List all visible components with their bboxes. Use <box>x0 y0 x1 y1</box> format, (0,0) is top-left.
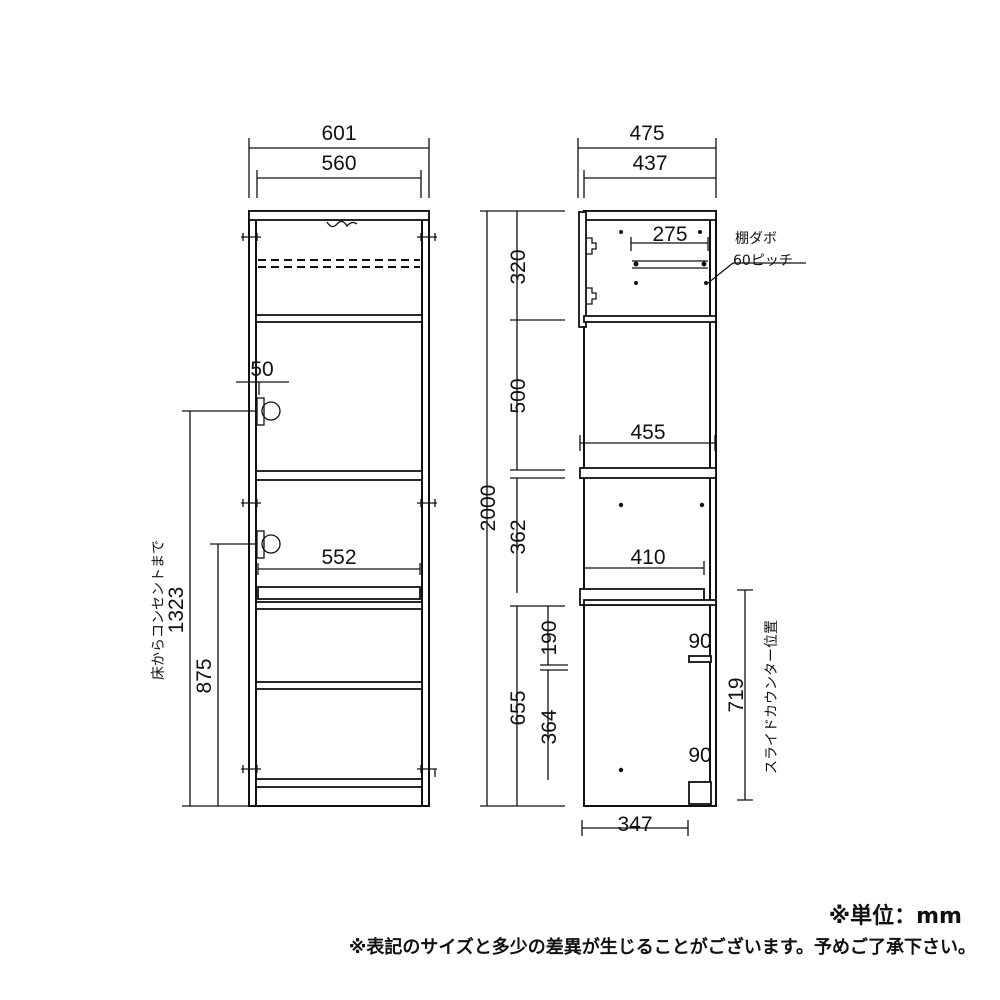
dim-width-inner: 560 <box>321 152 356 175</box>
dim-outlet-height-lower: 875 <box>193 658 216 693</box>
front-view: 601 560 50 552 1323 床からコンセントまで 875 <box>151 122 437 807</box>
dim-section-2: 500 <box>507 378 530 413</box>
unit-note: ※単位：mm <box>828 904 962 929</box>
label-shelf-pin: 棚ダボ <box>735 231 777 247</box>
dim-shelf-pin-span: 275 <box>652 223 687 246</box>
dim-lower-sub-1: 190 <box>538 620 561 655</box>
label-slide-counter: スライドカウンター位置 <box>764 620 780 774</box>
dim-bottom-depth: 347 <box>617 813 652 836</box>
dim-lower-sub-2: 364 <box>538 709 561 744</box>
dim-drawer-width: 552 <box>321 546 356 569</box>
dim-depth-outer: 475 <box>629 122 664 145</box>
dim-slide-counter-height: 719 <box>725 677 748 712</box>
dim-outlet-height-upper: 1323 <box>165 587 188 634</box>
dim-width-outer: 601 <box>321 122 356 145</box>
label-shelf-pin-pitch: 60ピッチ <box>733 253 793 269</box>
dim-hinge-upper: 90 <box>688 630 711 653</box>
dim-depth-inner: 437 <box>632 152 667 175</box>
side-view: 475 437 275 棚ダボ 60ピッチ 455 410 90 90 719 … <box>577 122 806 836</box>
outlet-upper-icon <box>256 397 281 426</box>
dim-shelf-depth: 455 <box>630 421 665 444</box>
dim-section-4: 655 <box>507 690 530 725</box>
label-floor-to-outlet: 床からコンセントまで <box>151 540 167 680</box>
disclaimer-note: ※表記のサイズと多少の差異が生じることがございます。予めご了承下さい。 <box>348 937 976 958</box>
dim-total-height: 2000 <box>477 485 500 532</box>
dim-drawer-depth: 410 <box>630 546 665 569</box>
outlet-lower-icon <box>256 530 281 559</box>
dim-hinge-lower: 90 <box>688 744 711 767</box>
dim-section-3: 362 <box>507 519 530 554</box>
height-dimensions: 2000 320 500 362 655 190 364 <box>477 210 568 807</box>
dim-outlet-offset: 50 <box>250 358 273 381</box>
dim-section-1: 320 <box>507 249 530 284</box>
